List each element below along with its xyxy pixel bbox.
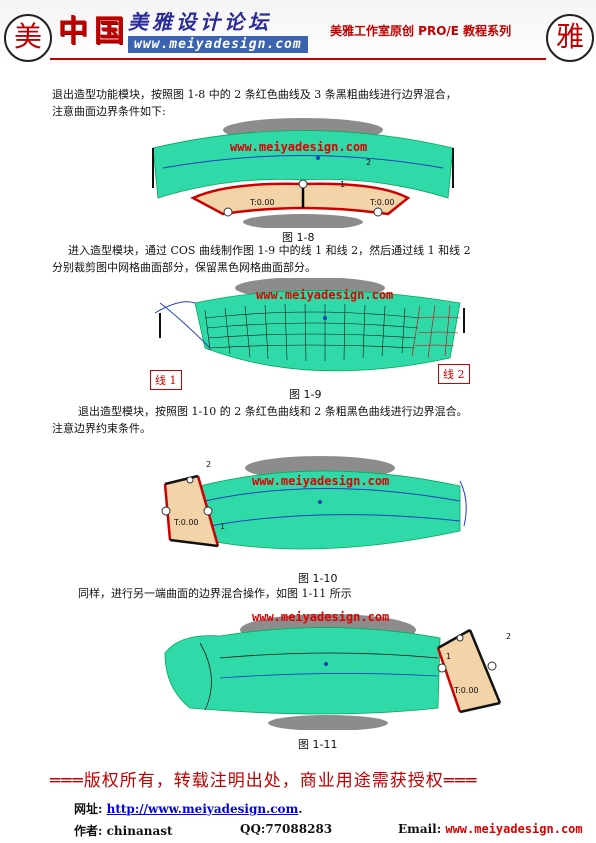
line-2-label: 线 2 xyxy=(438,364,470,384)
author-row: 作者: chinanast xyxy=(74,822,173,839)
logo-china: 中国 xyxy=(58,14,130,49)
marker-2: 2 xyxy=(366,158,372,167)
marker-1: 1 xyxy=(220,522,226,531)
marker-1: 1 xyxy=(446,652,452,661)
website-link[interactable]: http://www.meiyadesign.com xyxy=(106,802,299,816)
paragraph-line: 注意边界约束条件。 xyxy=(52,422,151,435)
marker-2: 2 xyxy=(206,460,212,469)
author-name: chinanast xyxy=(106,824,173,838)
figure-1-8: www.meiyadesign.com T:0.00 T:0.00 2 1 xyxy=(148,118,458,230)
seal-left: 美 xyxy=(4,14,52,62)
figure-1-9: www.meiyadesign.com 线 1 线 2 xyxy=(150,277,470,390)
website-row: 网址: http://www.meiyadesign.com. xyxy=(74,800,302,817)
header-divider xyxy=(50,58,546,60)
marker-2: 2 xyxy=(506,632,512,641)
figure-1-10: www.meiyadesign.com T:0.00 2 1 xyxy=(160,456,470,568)
figure-caption: 图 1-9 xyxy=(289,388,322,401)
email-label: Email: xyxy=(398,822,442,836)
header-band xyxy=(0,0,596,66)
figure-1-8-drawing xyxy=(152,118,454,230)
paragraph-3: 退出造型模块，按照图 1-10 的 2 条红色曲线和 2 条粗黑色曲线进行边界混… xyxy=(52,403,557,437)
figure-1-11-drawing xyxy=(164,614,502,731)
seal-right: 雅 xyxy=(546,14,594,62)
paragraph-line: 同样，进行另一端曲面的边界混合操作，如图 1-11 所示 xyxy=(78,587,352,600)
line-1-label: 线 1 xyxy=(150,370,182,390)
tangent-label: T:0.00 xyxy=(370,198,395,207)
figure-1-11: www.meiyadesign.com T:0.00 2 1 xyxy=(160,608,520,731)
author-label: 作者: xyxy=(74,824,103,838)
email-row: Email: www.meiyadesign.com xyxy=(398,822,583,836)
copyright-notice: ═══版权所有，转载注明出处，商业用途需获授权═══ xyxy=(50,771,478,791)
figure-1-10-drawing xyxy=(161,456,467,550)
website-label: 网址: xyxy=(74,802,103,816)
tangent-label: T:0.00 xyxy=(250,198,275,207)
paragraph-1: 退出造型功能模块，按照图 1-8 中的 2 条红色曲线及 3 条黑粗曲线进行边界… xyxy=(52,86,557,120)
paragraph-line: 退出造型功能模块，按照图 1-8 中的 2 条红色曲线及 3 条黑粗曲线进行边界… xyxy=(52,88,457,101)
figure-caption: 图 1-11 xyxy=(298,738,338,751)
qq-label: QQ: xyxy=(240,822,266,836)
marker-1: 1 xyxy=(340,180,346,189)
logo-url: www.meiyadesign.com xyxy=(128,36,308,53)
qq-row: QQ:77088283 xyxy=(240,822,332,836)
figure-1-9-drawing xyxy=(154,277,465,372)
paragraph-line: 分别裁剪图中网格曲面部分，保留黑色网格曲面部分。 xyxy=(52,261,316,274)
tangent-label: T:0.00 xyxy=(454,686,479,695)
website-dot: . xyxy=(298,802,303,816)
tangent-label: T:0.00 xyxy=(174,518,199,527)
watermark: www.meiyadesign.com xyxy=(252,474,390,488)
paragraph-2: 进入造型模块，通过 COS 曲线制作图 1-9 中的线 1 和线 2，然后通过线… xyxy=(52,242,557,276)
figure-caption: 图 1-10 xyxy=(298,572,338,585)
paragraph-4: 同样，进行另一端曲面的边界混合操作，如图 1-11 所示 xyxy=(52,585,557,602)
paragraph-line: 注意曲面边界条件如下: xyxy=(52,105,166,118)
paragraph-line: 进入造型模块，通过 COS 曲线制作图 1-9 中的线 1 和线 2，然后通过线… xyxy=(68,244,471,257)
figure-caption: 图 1-8 xyxy=(282,231,315,244)
watermark: www.meiyadesign.com xyxy=(252,610,390,624)
qq-number: 77088283 xyxy=(265,822,333,836)
forum-name: 美雅设计论坛 xyxy=(128,10,272,34)
paragraph-line: 退出造型模块，按照图 1-10 的 2 条红色曲线和 2 条粗黑色曲线进行边界混… xyxy=(78,405,468,418)
series-title: 美雅工作室原创 PRO/E 教程系列 xyxy=(330,24,512,38)
watermark: www.meiyadesign.com xyxy=(230,140,368,154)
watermark: www.meiyadesign.com xyxy=(256,288,394,302)
email-watermark: www.meiyadesign.com xyxy=(445,822,583,836)
